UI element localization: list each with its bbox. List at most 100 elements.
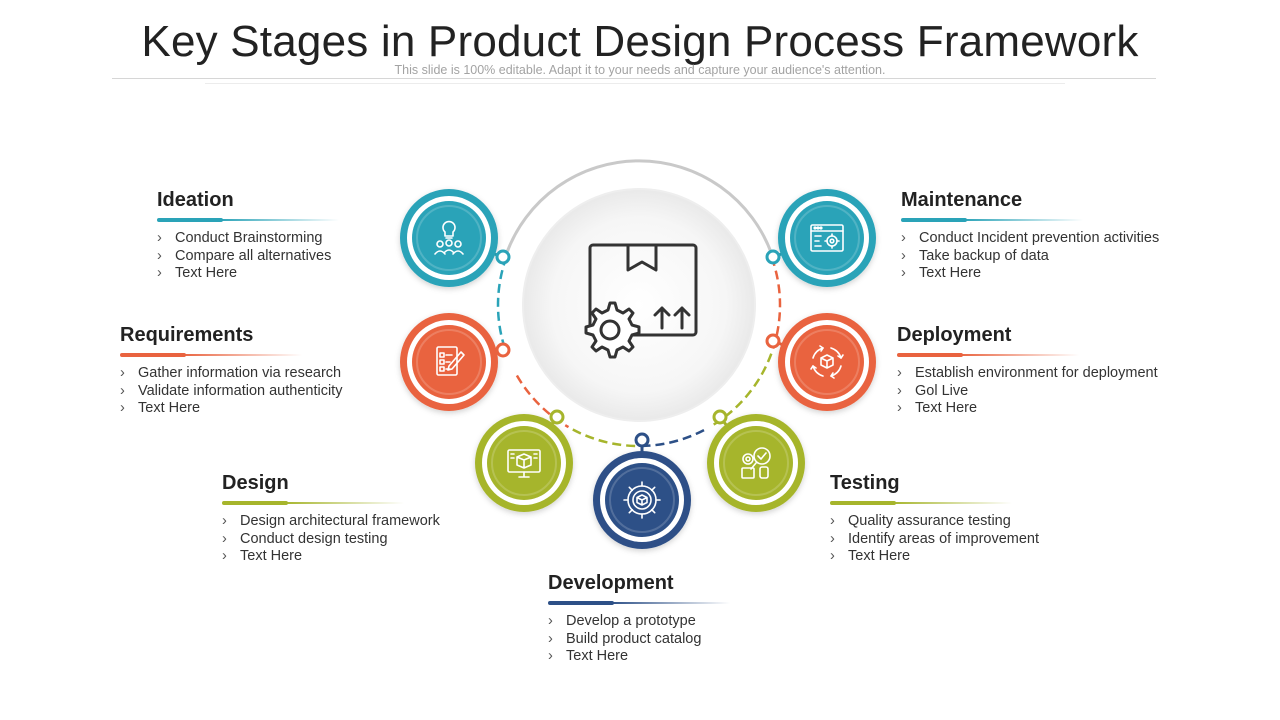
chevron-right-icon: › — [901, 265, 906, 281]
stage-underline — [901, 218, 1159, 222]
browser-gear-icon — [810, 224, 844, 252]
stage-bullet-list: › Gather information via research › Validat… — [120, 365, 342, 418]
stage-node-development — [593, 432, 691, 549]
stage-block-requirements: Requirements ›Gather information via res… — [120, 323, 342, 418]
gear-cube-icon — [623, 481, 661, 519]
stage-bullet: › Text Here — [897, 400, 1158, 418]
center-circle — [522, 188, 756, 422]
stage-bullet-text: Conduct Incident prevention activities — [919, 230, 1160, 246]
stage-bullet: ›Text Here — [548, 648, 701, 666]
connector-deployment-maintenance — [770, 256, 782, 349]
chevron-right-icon: › — [157, 265, 162, 281]
stage-bullet: › Develop a prototype — [548, 613, 701, 631]
stage-bullet-text: Text Here — [138, 400, 201, 416]
chevron-right-icon: › — [830, 548, 835, 564]
connector-requirements-design — [515, 374, 570, 429]
stage-bullet-list: › Develop a prototype › Build product catal… — [548, 613, 701, 666]
stage-title: Ideation — [157, 189, 234, 211]
stage-title: Design — [222, 472, 289, 494]
chevron-right-icon: › — [157, 247, 162, 264]
connector-development-testing — [641, 428, 706, 448]
chevron-right-icon: › — [157, 230, 162, 246]
stage-title: Development — [548, 572, 674, 594]
stage-bullet-list: › Conduct Brainstorming › Compare all alter… — [157, 230, 331, 283]
connector-design-development — [572, 428, 637, 448]
stage-bullet-list: › Quality assurance testing › Identify area… — [830, 513, 1039, 566]
stage-underline — [222, 501, 440, 505]
stage-bullet: › Compare all alternatives — [157, 248, 331, 266]
gear-magnifier-check-icon — [741, 447, 771, 479]
stage-bullet-text: Conduct design testing — [240, 530, 388, 547]
stage-underline — [897, 353, 1158, 357]
stage-underline — [120, 353, 342, 357]
stage-node-testing — [707, 409, 805, 512]
stage-bullet: › Build product catalog — [548, 631, 701, 649]
stage-bullet-text: Quality assurance testing — [848, 513, 1011, 529]
checklist-pen-icon — [436, 346, 465, 376]
chevron-right-icon: › — [901, 230, 906, 246]
stage-bullet-text: Gather information via research — [138, 365, 342, 381]
chevron-right-icon: › — [120, 382, 125, 399]
chevron-right-icon: › — [830, 530, 835, 547]
chevron-right-icon: › — [897, 365, 902, 381]
stage-bullet-text: Text Here — [240, 548, 303, 564]
stage-bullet-text: Identify areas of improvement — [848, 530, 1040, 547]
stage-node-maintenance — [765, 189, 876, 287]
stage-block-deployment: Deployment › Establish environment for de… — [897, 323, 1158, 418]
chevron-right-icon: › — [548, 613, 553, 629]
title-divider — [112, 78, 1156, 79]
stage-bullet: ›Text Here — [222, 548, 440, 566]
stage-bullet: › Conduct design testing — [222, 531, 440, 549]
stage-bullet: › Conduct Incident prevention activities — [901, 230, 1159, 248]
chevron-right-icon: › — [548, 630, 553, 647]
stage-block-development: Development › Develop a prototype › Build p… — [548, 571, 730, 666]
stage-bullet: ›Take backup of data — [901, 248, 1159, 266]
stage-bullet-text: Text Here — [848, 548, 911, 564]
outer-arc — [504, 159, 774, 256]
connector-ideation-requirements — [496, 256, 508, 354]
stage-node-ideation — [400, 189, 511, 287]
chevron-right-icon: › — [222, 530, 227, 547]
stage-bullet: › Text Here — [901, 265, 1159, 283]
chevron-right-icon: › — [897, 382, 902, 399]
stage-bullet-list: ›Design architectural framework› Conduct … — [222, 513, 440, 566]
title-divider-secondary — [205, 83, 1065, 84]
stage-bullet-text: Build product catalog — [566, 630, 702, 647]
stage-title: Deployment — [897, 324, 1012, 346]
stage-bullet: ›Text Here — [120, 400, 342, 418]
stage-title: Testing — [830, 472, 900, 494]
stage-bullet-text: Conduct Brainstorming — [175, 230, 323, 246]
stage-bullet-text: Develop a prototype — [566, 613, 696, 629]
stage-block-ideation: Ideation › Conduct Brainstorming › Compare … — [157, 188, 339, 283]
chevron-right-icon: › — [120, 365, 125, 381]
stage-underline — [548, 601, 730, 605]
chevron-right-icon: › — [901, 247, 906, 264]
stage-title: Maintenance — [901, 189, 1023, 211]
stage-bullet-list: ›Establish environment for deployment›Go… — [897, 365, 1158, 418]
stage-underline — [830, 501, 1039, 505]
box-with-gear-icon — [584, 243, 698, 359]
stage-bullet: › Establish environment for deployment — [897, 365, 1158, 383]
chevron-right-icon: › — [897, 400, 902, 416]
slide-title: Key Stages in Product Design Process Fra… — [141, 17, 1139, 66]
stage-node-design — [475, 409, 573, 512]
stage-block-maintenance: Maintenance › Conduct Incident prevention… — [901, 188, 1159, 283]
stage-bullet: › Validate information authenticity — [120, 383, 342, 401]
stage-bullet-text: Validate information authenticity — [138, 382, 343, 399]
stage-bullet: ›Design architectural framework — [222, 513, 440, 531]
stage-block-design: Design ›Design architectural framework› C… — [222, 471, 440, 566]
stage-bullet: › Text Here — [830, 548, 1039, 566]
stage-bullet-text: Establish environment for deployment — [915, 365, 1158, 381]
stage-bullet: ›Text Here — [157, 265, 331, 283]
stage-bullet-text: Compare all alternatives — [175, 247, 332, 264]
stage-bullet-text: Text Here — [919, 265, 982, 281]
monitor-cube-icon — [507, 449, 541, 478]
cycle-box-icon — [810, 345, 844, 379]
stage-bullet: › Quality assurance testing — [830, 513, 1039, 531]
stage-node-deployment — [765, 313, 876, 411]
stage-bullet-text: Text Here — [915, 400, 978, 416]
stage-block-testing: Testing › Quality assurance testing › Ident… — [830, 471, 1039, 566]
chevron-right-icon: › — [830, 513, 835, 529]
chevron-right-icon: › — [548, 648, 553, 664]
